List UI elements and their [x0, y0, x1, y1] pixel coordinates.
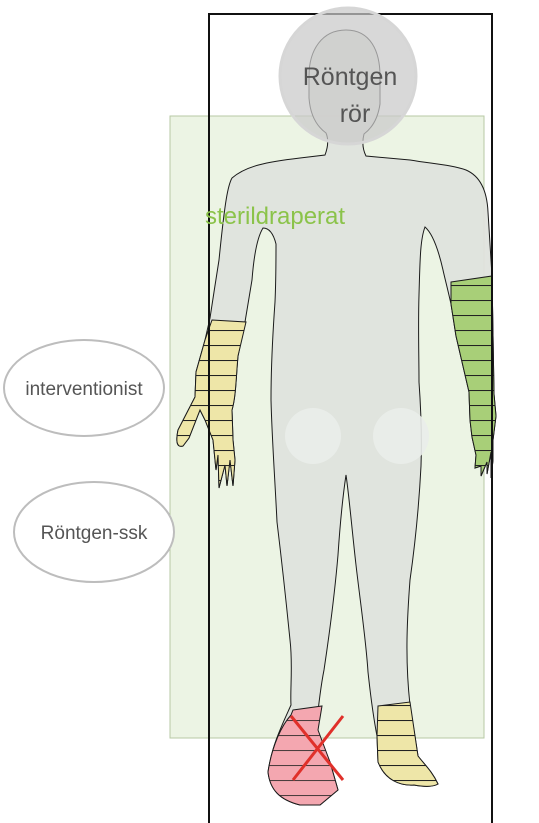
knee-left	[285, 408, 341, 464]
tube-label-line1: Röntgen	[303, 63, 398, 91]
sterile-drape-label: sterildraperat	[205, 203, 345, 230]
tube-label-line2: rör	[340, 100, 371, 128]
nurse-label: Röntgen-ssk	[41, 523, 148, 544]
interventionist-label: interventionist	[25, 379, 143, 400]
knee-right	[373, 408, 429, 464]
